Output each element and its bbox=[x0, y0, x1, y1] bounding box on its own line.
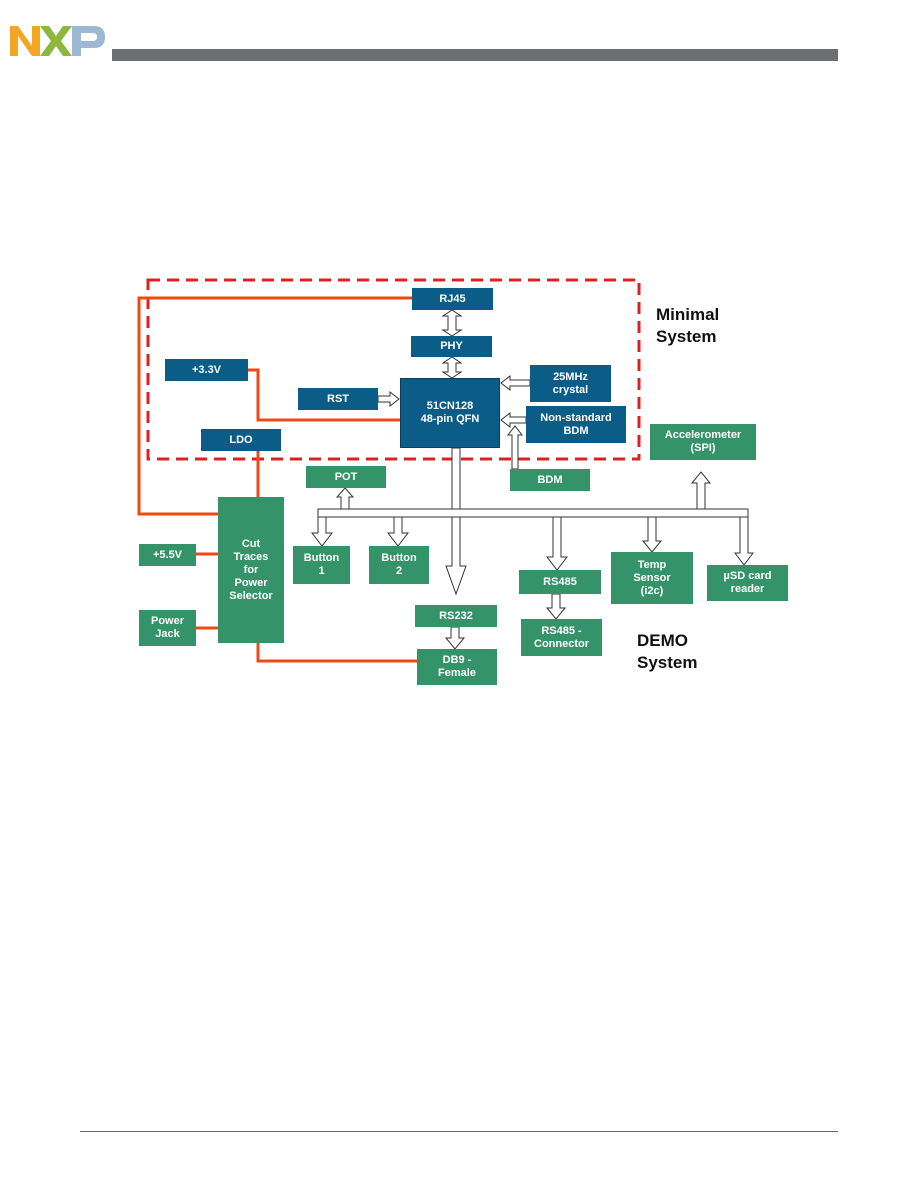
v33-block: +3.3V bbox=[165, 359, 248, 381]
button1-block: Button 1 bbox=[293, 546, 350, 584]
rs485-connector-block: RS485 - Connector bbox=[521, 619, 602, 656]
power-lines bbox=[137, 296, 417, 663]
usd-reader-block: µSD card reader bbox=[707, 565, 788, 601]
mcu-block: 51CN128 48-pin QFN bbox=[400, 378, 500, 448]
rst-block: RST bbox=[298, 388, 378, 410]
demo-system-label: DEMO System bbox=[637, 631, 698, 672]
phy-block: PHY bbox=[411, 336, 492, 357]
minimal-system-label: Minimal System bbox=[656, 305, 720, 346]
signal-arrows bbox=[310, 309, 754, 650]
db9-block: DB9 - Female bbox=[417, 649, 497, 685]
pot-block: POT bbox=[306, 466, 386, 488]
rj45-block: RJ45 bbox=[412, 288, 493, 310]
accelerometer-block: Accelerometer (SPI) bbox=[650, 424, 756, 460]
header-bar bbox=[112, 49, 838, 61]
rs232-block: RS232 bbox=[415, 605, 497, 627]
crystal-block: 25MHz crystal bbox=[530, 365, 611, 402]
cut-traces-block: Cut Traces for Power Selector bbox=[218, 497, 284, 643]
v55-block: +5.5V bbox=[139, 544, 196, 566]
power-jack-block: Power Jack bbox=[139, 610, 196, 646]
minimal-system-boundary bbox=[146, 278, 641, 461]
temp-sensor-block: Temp Sensor (i2c) bbox=[611, 552, 693, 604]
rs485-block: RS485 bbox=[519, 570, 601, 594]
nonstandard-bdm-block: Non-standard BDM bbox=[526, 406, 626, 443]
nxp-logo bbox=[10, 26, 105, 56]
button2-block: Button 2 bbox=[369, 546, 429, 584]
footer-rule bbox=[80, 1131, 838, 1132]
bdm-block: BDM bbox=[510, 469, 590, 491]
ldo-block: LDO bbox=[201, 429, 281, 451]
